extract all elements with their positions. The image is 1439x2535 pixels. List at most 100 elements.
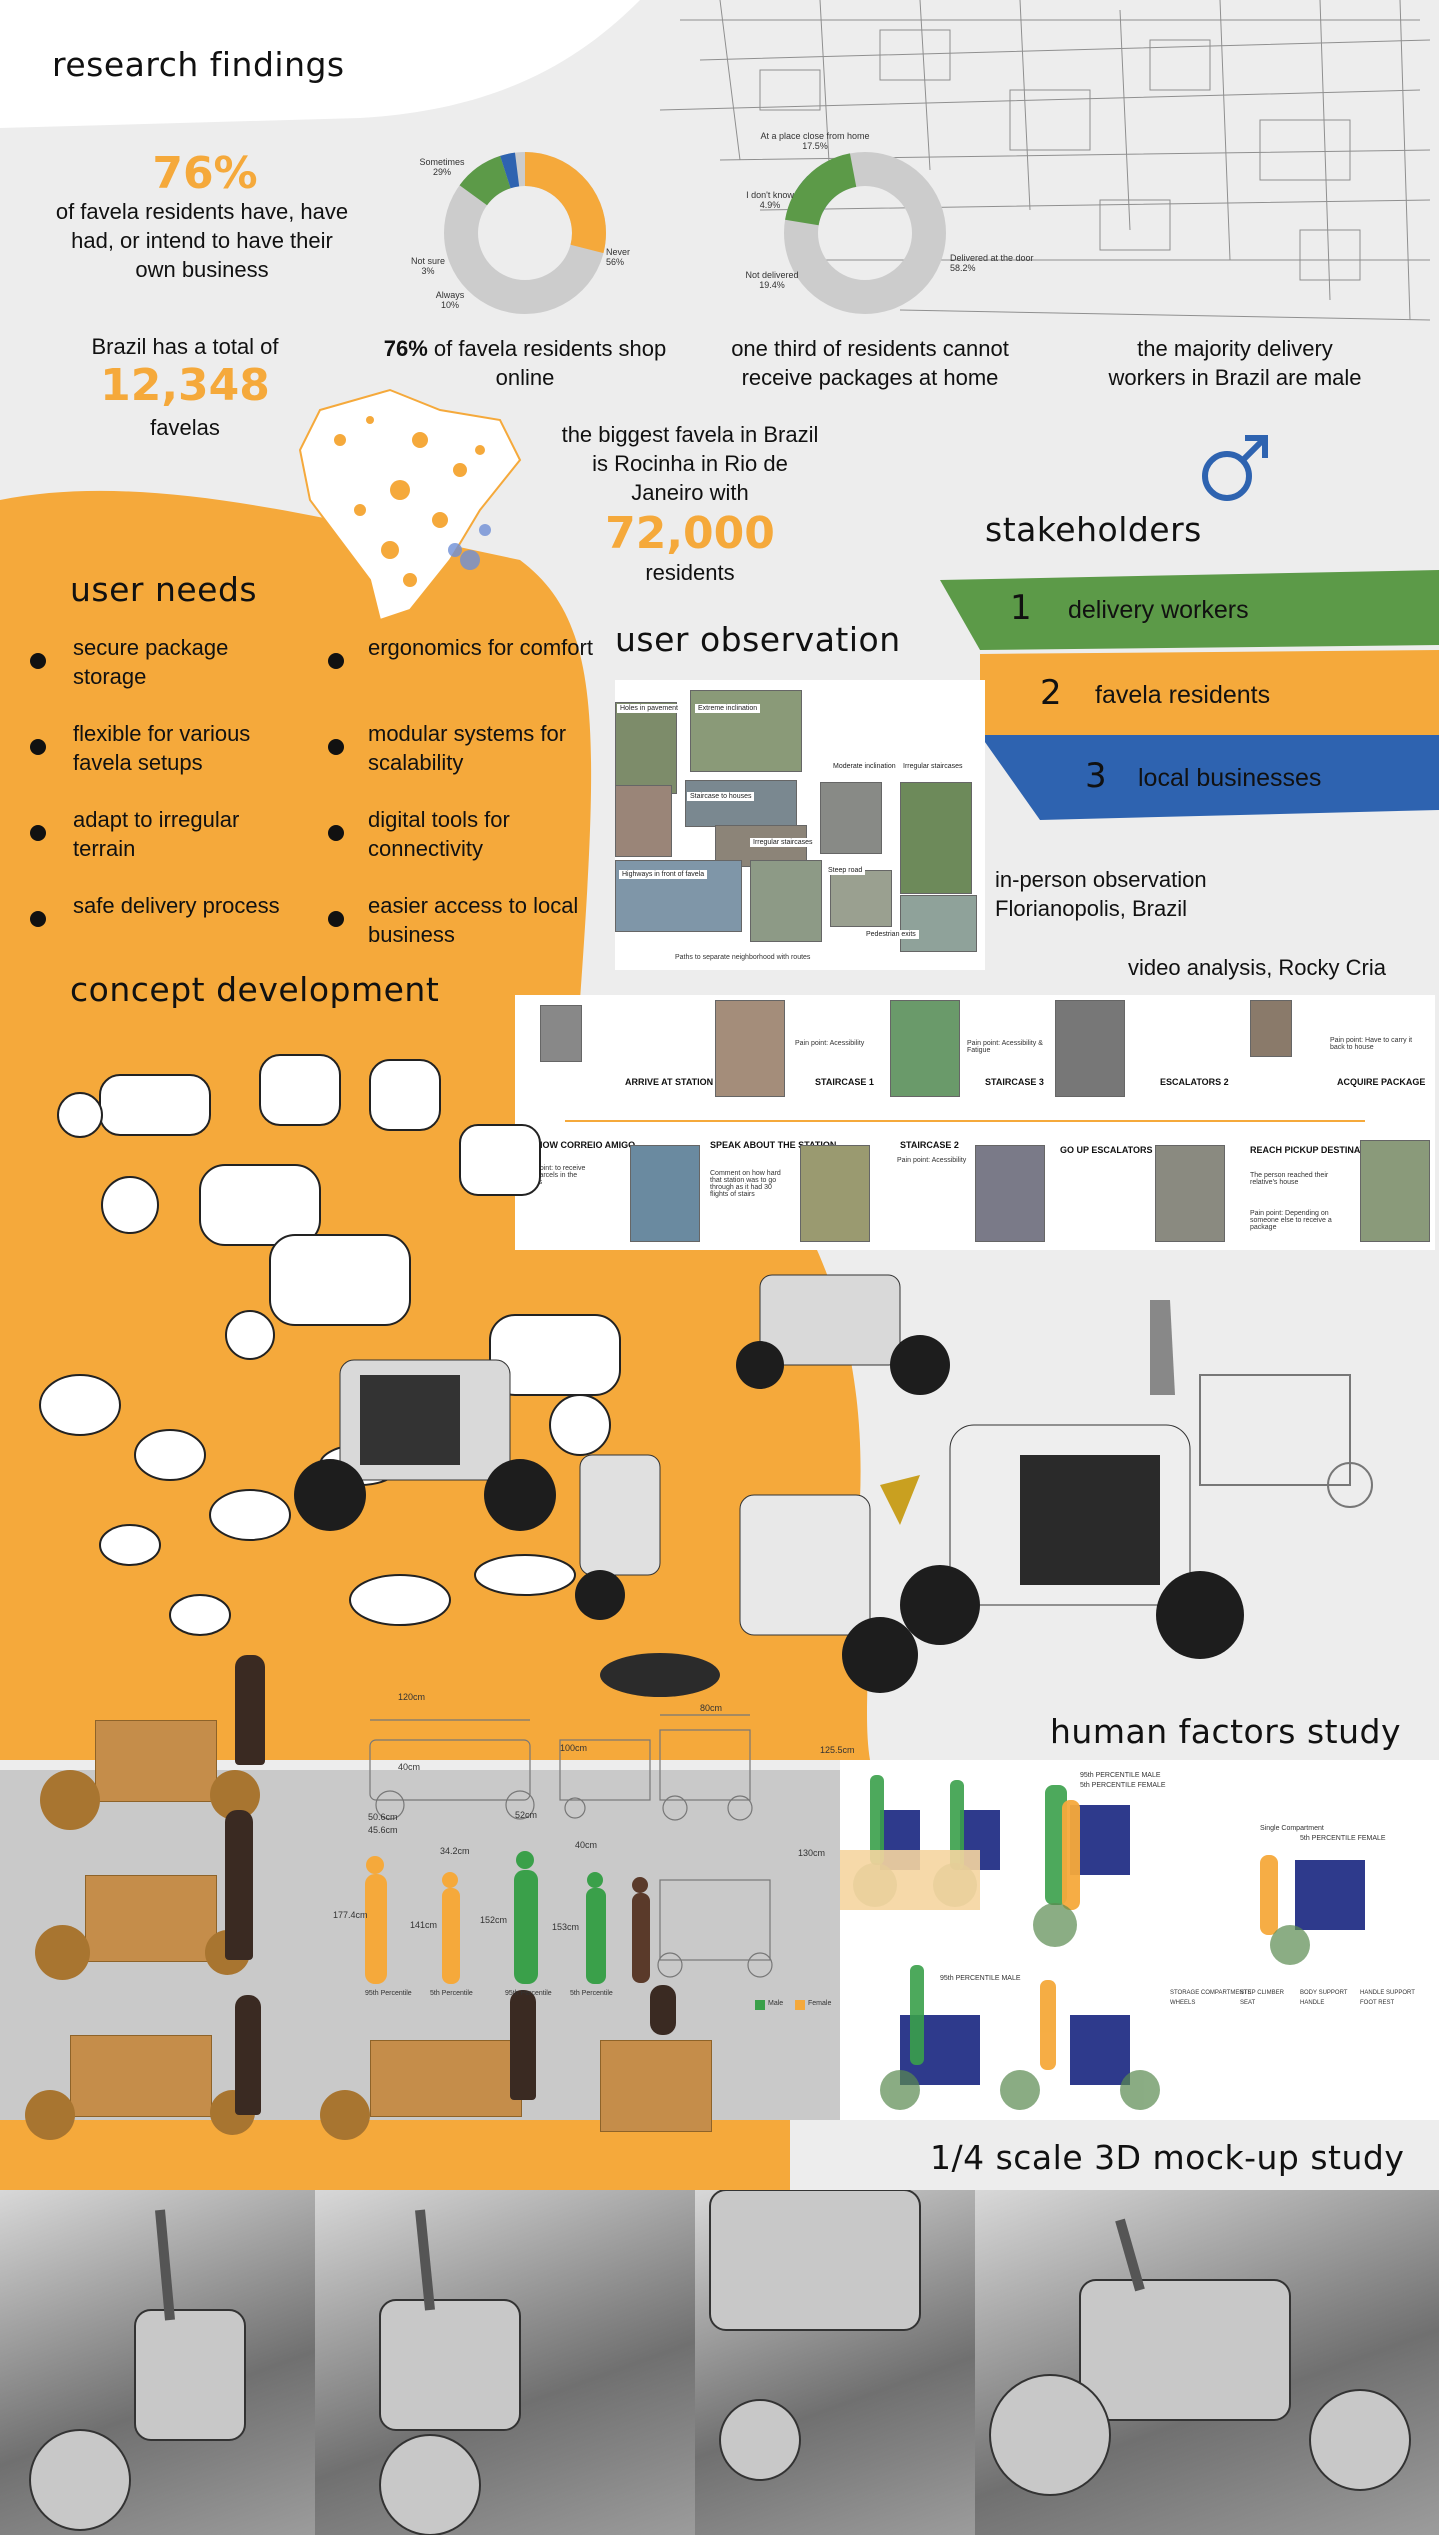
rocinha-suffix: residents xyxy=(645,560,735,585)
photo xyxy=(630,1145,700,1242)
photo xyxy=(900,782,972,894)
need-item: ergonomics for comfort xyxy=(368,635,593,660)
percentile-label: 5th Percentile xyxy=(570,1990,613,1997)
photo xyxy=(890,1000,960,1097)
bullet-icon xyxy=(30,911,46,927)
journey-map: ARRIVE AT STATION STAIRCASE 1 STAIRCASE … xyxy=(515,995,1435,1250)
photo xyxy=(1250,1000,1292,1057)
person-figure xyxy=(235,1995,261,2115)
photo xyxy=(1055,1000,1125,1097)
human-factors-title: human factors study xyxy=(1050,1712,1401,1751)
pain-point: Pain point: Depending on someone else to… xyxy=(1250,1210,1332,1231)
bullet-icon xyxy=(328,825,344,841)
person-figure xyxy=(510,1990,536,2100)
parts-legend: FOOT REST xyxy=(1360,2000,1395,2006)
legend-label: Female xyxy=(808,2000,832,2007)
need-item: secure package storage xyxy=(73,635,229,689)
stakeholders-title: stakeholders xyxy=(985,510,1202,549)
chart-label: 95th PERCENTILE MALE xyxy=(940,1975,1021,1982)
observation-photo-collage: Holes in pavement Extreme inclination St… xyxy=(615,680,985,970)
bullet-icon xyxy=(30,739,46,755)
mockup-title: 1/4 scale 3D mock-up study xyxy=(930,2138,1405,2177)
photo-tag: Highways in front of favela xyxy=(619,870,708,879)
need-item: digital tools for connectivity xyxy=(368,807,510,861)
photo xyxy=(975,1145,1045,1242)
need-item: modular systems for scalability xyxy=(368,721,567,775)
dim-label: 34.2cm xyxy=(440,1846,470,1856)
need-item: safe delivery process xyxy=(73,893,280,918)
stat-business-value: 76% xyxy=(152,148,258,199)
journey-step: STAIRCASE 1 xyxy=(815,1077,874,1087)
photo xyxy=(1360,1140,1430,1242)
photo-tag: Irregular staircases xyxy=(900,762,966,771)
dim-label: 120cm xyxy=(398,1692,426,1702)
parts-legend: STEP CLIMBER xyxy=(1240,1990,1284,1996)
mockup-wheel xyxy=(40,1770,100,1830)
photo xyxy=(820,782,882,854)
stakeholder-num-2: 2 xyxy=(1040,673,1062,713)
photo xyxy=(800,1145,870,1242)
dim-label: 141cm xyxy=(410,1920,438,1930)
person-figure xyxy=(235,1655,265,1765)
photo xyxy=(830,870,892,927)
donut-chart-package-delivery xyxy=(784,152,946,314)
favelas-prefix: Brazil has a total of xyxy=(91,334,279,359)
mockup-photo-strip xyxy=(0,2190,1439,2535)
parts-legend: STORAGE COMPARTMENTS xyxy=(1170,1990,1252,1996)
need-item: adapt to irregular terrain xyxy=(73,807,240,861)
photo-tag: Irregular staircases xyxy=(750,838,816,847)
ergonomic-diagrams: 95th PERCENTILE MALE 5th PERCENTILE FEMA… xyxy=(840,1760,1439,2120)
dim-label: 52cm xyxy=(515,1810,538,1820)
bullet-icon xyxy=(30,825,46,841)
cardboard-box xyxy=(85,1875,217,1962)
stakeholder-label-3: local businesses xyxy=(1138,764,1322,792)
journey-step: REACH PICKUP DESTINATION xyxy=(1250,1145,1382,1155)
journey-note: Comment on how hard that station was to … xyxy=(710,1170,781,1198)
journey-step: STAIRCASE 3 xyxy=(985,1077,1044,1087)
journey-step: ACQUIRE PACKAGE xyxy=(1337,1077,1426,1087)
percentile-label: 95th Percentile xyxy=(505,1990,552,1997)
mockup-wheel xyxy=(35,1925,90,1980)
research-title: research findings xyxy=(52,45,345,84)
photo-tag: Pedestrian exits xyxy=(863,930,919,939)
donut1-caption: 76% of favela residents shop online xyxy=(383,336,667,390)
rocinha-text: the biggest favela in Brazil is Rocinha … xyxy=(561,422,819,505)
chart-label: Single Compartment xyxy=(1260,1825,1324,1832)
photo xyxy=(900,895,977,952)
need-item: easier access to local business xyxy=(368,893,579,947)
photo xyxy=(540,1005,582,1062)
stakeholder-num-1: 1 xyxy=(1010,588,1032,628)
cardboard-box xyxy=(70,2035,212,2117)
stakeholder-label-2: favela residents xyxy=(1095,681,1271,709)
photo xyxy=(750,860,822,942)
user-observation-title: user observation xyxy=(615,620,901,659)
bullet-icon xyxy=(328,911,344,927)
photo-tag: Extreme inclination xyxy=(695,704,761,713)
pain-point: Pain point: Have to carry it back to hou… xyxy=(1330,1037,1413,1051)
male-symbol-icon xyxy=(1202,435,1268,501)
journey-step: ARRIVE AT STATION xyxy=(625,1077,714,1087)
brazil-map xyxy=(298,388,522,622)
male-workers-text: the majority delivery workers in Brazil … xyxy=(1108,336,1362,390)
rocinha-value: 72,000 xyxy=(605,508,775,559)
cardboard-box xyxy=(600,2040,712,2132)
bullet-icon xyxy=(328,653,344,669)
journey-step: SHOW CORREIO AMIGO xyxy=(530,1140,636,1150)
photo xyxy=(690,690,802,772)
timeline-line xyxy=(565,1120,1365,1122)
stakeholder-label-1: delivery workers xyxy=(1068,596,1249,624)
person-figure xyxy=(225,1810,253,1960)
cardboard-box xyxy=(95,1720,217,1802)
dim-label: 153cm xyxy=(552,1922,580,1932)
photo-tag: Steep road xyxy=(825,866,866,875)
anthropometric-drawings xyxy=(365,1714,805,2010)
journey-step: SPEAK ABOUT THE STATION xyxy=(710,1140,837,1150)
need-item: flexible for various favela setups xyxy=(73,721,251,775)
dim-label: 152cm xyxy=(480,1915,508,1925)
favelas-suffix: favelas xyxy=(150,415,220,440)
